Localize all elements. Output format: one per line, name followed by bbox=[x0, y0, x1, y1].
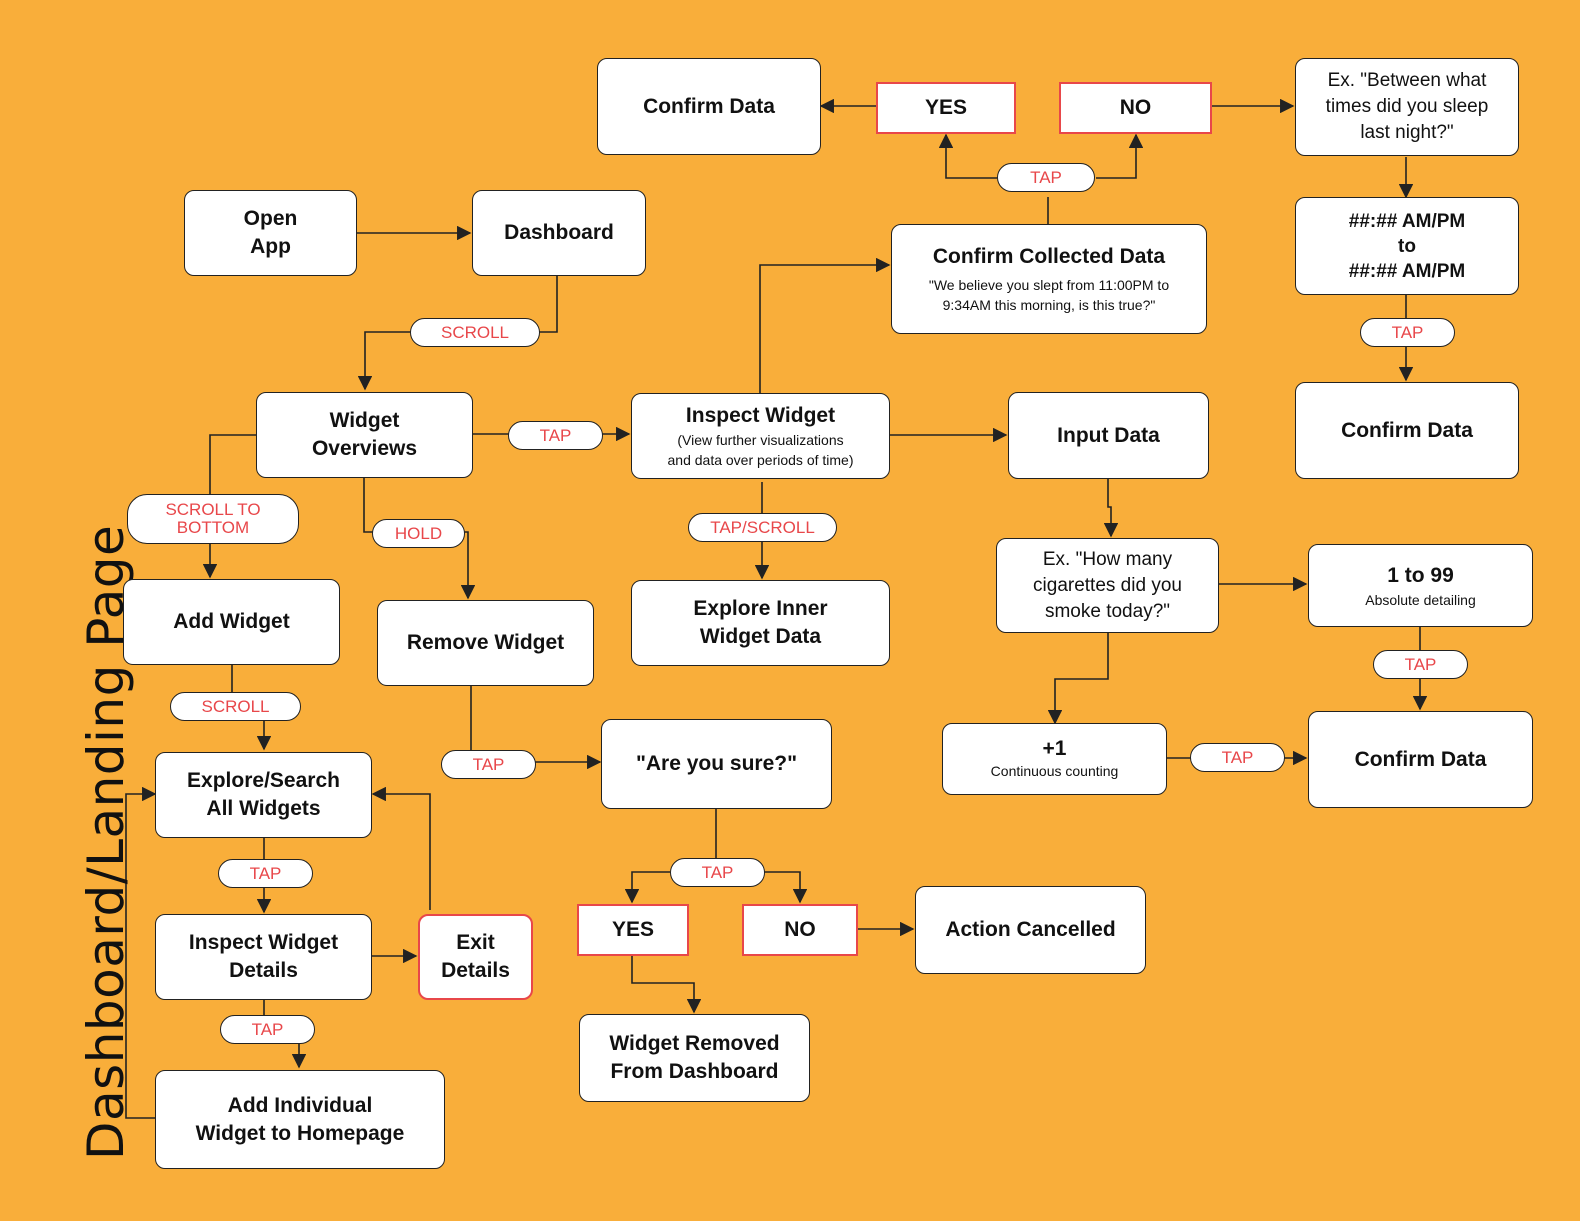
pill-tap-time: TAP bbox=[1360, 318, 1455, 347]
pill-tap-remove: TAP bbox=[441, 750, 536, 779]
input-data-label: Input Data bbox=[1057, 423, 1160, 447]
remove-widget-node: Remove Widget bbox=[377, 600, 594, 686]
wire-split-no bbox=[760, 871, 808, 904]
no-top-label: NO bbox=[1119, 96, 1152, 119]
plus-one-sub: Continuous counting bbox=[990, 763, 1119, 779]
input-data-node: Input Data bbox=[1008, 392, 1209, 479]
explore-inner-label: Explore Inner Widget Data bbox=[693, 597, 828, 648]
plus-one-title: +1 bbox=[1042, 737, 1067, 760]
pill-scroll-dashboard: SCROLL bbox=[410, 318, 540, 347]
confirm-data-bottom-node: Confirm Data bbox=[1308, 711, 1533, 808]
confirm-data-right-node: Confirm Data bbox=[1295, 382, 1519, 479]
dashboard-node: Dashboard bbox=[472, 190, 646, 276]
inspect-widget-node: Inspect Widget (View further visualizati… bbox=[631, 393, 890, 479]
widget-overviews-label: Widget Overviews bbox=[311, 409, 418, 460]
pill-tap-99: TAP bbox=[1373, 650, 1468, 679]
add-individual-widget-node: Add Individual Widget to Homepage bbox=[155, 1070, 445, 1169]
inspect-widget-details-label: Inspect Widget Details bbox=[188, 931, 339, 982]
confirm-data-top-label: Confirm Data bbox=[643, 94, 775, 118]
yes-top-label: YES bbox=[924, 96, 968, 119]
time-range-label: ##:## AM/PM to ##:## AM/PM bbox=[1348, 210, 1466, 282]
dashboard-label: Dashboard bbox=[504, 221, 614, 244]
wire-input-cigarette bbox=[1103, 479, 1119, 538]
widget-removed-label: Widget Removed From Dashboard bbox=[609, 1032, 780, 1083]
inspect-widget-sub: (View further visualizations and data ov… bbox=[667, 432, 854, 468]
explore-search-label: Explore/Search All Widgets bbox=[187, 769, 340, 820]
confirm-collected-sub: "We believe you slept from 11:00PM to 9:… bbox=[928, 277, 1170, 313]
confirm-collected-node: Confirm Collected Data "We believe you s… bbox=[891, 224, 1207, 334]
wire-tap-yes-top bbox=[938, 133, 997, 179]
exit-details-node: Exit Details bbox=[418, 914, 533, 1000]
pill-scroll-add: SCROLL bbox=[170, 692, 301, 721]
inspect-widget-title: Inspect Widget bbox=[685, 404, 836, 427]
sleep-question-node: Ex. "Between what times did you sleep la… bbox=[1295, 58, 1519, 156]
one-to-99-sub: Absolute detailing bbox=[1365, 591, 1476, 608]
pill-tap-explore: TAP bbox=[218, 859, 313, 888]
explore-search-node: Explore/Search All Widgets bbox=[155, 752, 372, 838]
wire-cigarette-plus bbox=[1047, 633, 1109, 725]
open-app-label: Open App bbox=[243, 207, 298, 258]
pill-hold: HOLD bbox=[372, 519, 465, 548]
are-you-sure-label: "Are you sure?" bbox=[635, 752, 798, 775]
open-app-node: Open App bbox=[184, 190, 357, 276]
wire-yes-removed bbox=[631, 956, 702, 1014]
confirm-collected-title: Confirm Collected Data bbox=[932, 245, 1166, 268]
wire-exit-explore bbox=[371, 786, 431, 910]
cigarette-question-node: Ex. "How many cigarettes did you smoke t… bbox=[996, 538, 1219, 633]
no-remove-label: NO bbox=[784, 918, 816, 941]
sleep-question-label: Ex. "Between what times did you sleep la… bbox=[1325, 70, 1489, 143]
confirm-data-top-node: Confirm Data bbox=[597, 58, 821, 155]
cigarette-question-label: Ex. "How many cigarettes did you smoke t… bbox=[1033, 548, 1182, 622]
pill-tap-sure: TAP bbox=[670, 858, 765, 887]
pill-scroll-to-bottom: SCROLL TO BOTTOM bbox=[127, 494, 299, 544]
action-cancelled-node: Action Cancelled bbox=[915, 886, 1146, 974]
yes-remove-node: YES bbox=[577, 904, 689, 956]
confirm-data-bottom-label: Confirm Data bbox=[1354, 747, 1487, 771]
add-widget-node: Add Widget bbox=[123, 579, 340, 665]
no-remove-node: NO bbox=[742, 904, 858, 956]
pill-tap-details: TAP bbox=[220, 1015, 315, 1044]
inspect-widget-details-node: Inspect Widget Details bbox=[155, 914, 372, 1000]
pill-tap-plus: TAP bbox=[1190, 743, 1285, 772]
no-top-node: NO bbox=[1059, 82, 1212, 134]
yes-top-node: YES bbox=[876, 82, 1016, 134]
confirm-data-right-label: Confirm Data bbox=[1341, 418, 1473, 442]
widget-overviews-node: Widget Overviews bbox=[256, 392, 473, 478]
pill-tap-confirm-collected: TAP bbox=[997, 163, 1095, 192]
pill-tap-scroll: TAP/SCROLL bbox=[688, 513, 837, 542]
one-to-99-title: 1 to 99 bbox=[1387, 563, 1454, 587]
add-widget-label: Add Widget bbox=[173, 610, 290, 633]
wire-add-individual-explore bbox=[125, 786, 157, 1119]
one-to-99-node: 1 to 99 Absolute detailing bbox=[1308, 544, 1533, 627]
remove-widget-label: Remove Widget bbox=[406, 631, 565, 654]
wire-split-yes bbox=[624, 871, 670, 904]
wire-inspect-confirm-collected bbox=[759, 257, 891, 393]
action-cancelled-label: Action Cancelled bbox=[945, 918, 1116, 941]
explore-inner-node: Explore Inner Widget Data bbox=[631, 580, 890, 666]
wire-tap-no-top bbox=[1096, 133, 1144, 179]
exit-details-label: Exit Details bbox=[441, 931, 510, 982]
pill-tap-inspect: TAP bbox=[508, 421, 603, 450]
widget-removed-node: Widget Removed From Dashboard bbox=[579, 1014, 810, 1102]
time-range-node: ##:## AM/PM to ##:## AM/PM bbox=[1295, 197, 1519, 295]
yes-remove-label: YES bbox=[611, 918, 655, 941]
plus-one-node: +1 Continuous counting bbox=[942, 723, 1167, 795]
are-you-sure-node: "Are you sure?" bbox=[601, 719, 832, 809]
add-individual-widget-label: Add Individual Widget to Homepage bbox=[195, 1093, 405, 1145]
